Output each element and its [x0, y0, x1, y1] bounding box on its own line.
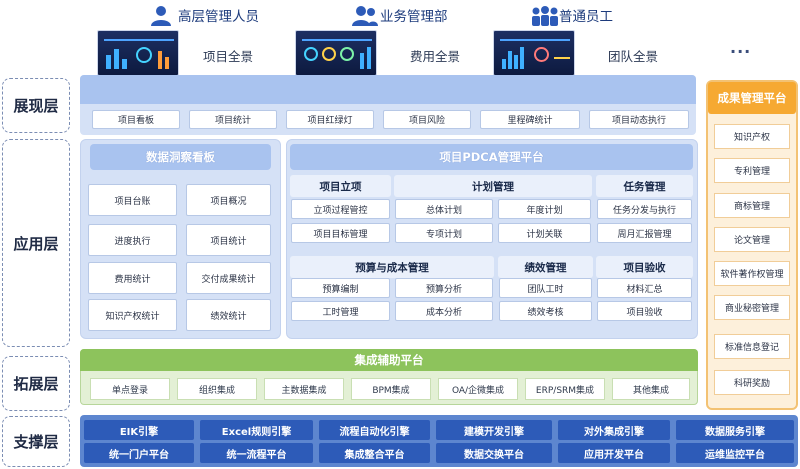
- results-item[interactable]: 论文管理: [714, 227, 790, 252]
- persona-row: [80, 75, 696, 104]
- results-item[interactable]: 科研奖励: [714, 370, 790, 395]
- initiation-item[interactable]: 项目目标管理: [291, 223, 390, 243]
- layer-label-support: 支撑层: [2, 416, 70, 467]
- planning-item[interactable]: 计划关联: [498, 223, 591, 243]
- presentation-item[interactable]: 里程碑统计: [480, 110, 580, 129]
- presentation-item[interactable]: 项目红绿灯: [286, 110, 374, 129]
- tasks-item[interactable]: 周月汇报管理: [597, 223, 692, 243]
- support-engine[interactable]: Excel规则引擎: [200, 420, 313, 440]
- dashboard-thumbnail-expense[interactable]: [295, 30, 377, 76]
- results-title: 成果管理平台: [708, 82, 796, 114]
- support-engine[interactable]: 对外集成引擎: [558, 420, 670, 440]
- integration-item[interactable]: BPM集成: [351, 378, 431, 400]
- support-platform[interactable]: 数据交换平台: [436, 443, 552, 463]
- results-item[interactable]: 标准信息登记: [714, 334, 790, 359]
- results-item[interactable]: 商业秘密管理: [714, 295, 790, 320]
- budget-item[interactable]: 预算分析: [395, 278, 493, 298]
- view-label-team: 团队全景: [608, 49, 659, 64]
- initiation-title: 项目立项: [290, 175, 391, 197]
- support-engine[interactable]: 数据服务引擎: [676, 420, 794, 440]
- integration-item[interactable]: 其他集成: [612, 378, 690, 400]
- insight-item[interactable]: 项目台账: [88, 184, 177, 216]
- layer-label-application: 应用层: [2, 139, 70, 347]
- group-icon: [352, 5, 378, 26]
- persona-staff: 普通员工: [531, 0, 613, 29]
- acceptance-title: 项目验收: [596, 256, 693, 278]
- planning-title: 计划管理: [394, 175, 592, 197]
- performance-item[interactable]: 团队工时: [499, 278, 592, 298]
- insight-item[interactable]: 知识产权统计: [88, 299, 177, 331]
- support-engine[interactable]: EIK引擎: [84, 420, 194, 440]
- persona-label: 普通员工: [559, 8, 613, 25]
- budget-item[interactable]: 工时管理: [291, 301, 390, 321]
- team-icon: [531, 5, 558, 26]
- budget-item[interactable]: 预算编制: [291, 278, 390, 298]
- insight-item[interactable]: 绩效统计: [186, 299, 271, 331]
- acceptance-item[interactable]: 材料汇总: [597, 278, 692, 298]
- planning-item[interactable]: 年度计划: [498, 199, 591, 219]
- layer-label-extension: 拓展层: [2, 356, 70, 411]
- insight-item[interactable]: 进度执行: [88, 224, 177, 256]
- view-label-project: 项目全景: [203, 49, 254, 64]
- initiation-item[interactable]: 立项过程管控: [291, 199, 390, 219]
- persona-label: 业务管理部: [380, 8, 448, 25]
- support-platform[interactable]: 集成整合平台: [319, 443, 430, 463]
- insight-item[interactable]: 项目概况: [186, 184, 271, 216]
- integration-item[interactable]: 单点登录: [90, 378, 170, 400]
- support-engine[interactable]: 流程自动化引擎: [319, 420, 430, 440]
- budget-title: 预算与成本管理: [290, 256, 494, 278]
- integration-item[interactable]: ERP/SRM集成: [525, 378, 605, 400]
- persona-business-dept: 业务管理部: [352, 0, 448, 29]
- layer-label-presentation: 展现层: [2, 78, 70, 133]
- presentation-item[interactable]: 项目统计: [189, 110, 277, 129]
- tasks-item[interactable]: 任务分发与执行: [597, 199, 692, 219]
- budget-item[interactable]: 成本分析: [395, 301, 493, 321]
- integration-item[interactable]: 组织集成: [177, 378, 257, 400]
- results-item[interactable]: 软件著作权管理: [714, 261, 790, 286]
- persona-executive: 高层管理人员: [150, 0, 259, 29]
- support-platform[interactable]: 统一流程平台: [200, 443, 313, 463]
- pdca-title: 项目PDCA管理平台: [290, 144, 693, 170]
- integration-item[interactable]: OA/企微集成: [438, 378, 518, 400]
- persona-label: 高层管理人员: [178, 8, 259, 25]
- tasks-title: 任务管理: [596, 175, 693, 197]
- dashboard-thumbnail-project[interactable]: [97, 30, 179, 76]
- insight-board-title: 数据洞察看板: [90, 144, 271, 170]
- presentation-item[interactable]: 项目动态执行: [589, 110, 689, 129]
- presentation-item[interactable]: 项目看板: [92, 110, 180, 129]
- person-icon: [150, 5, 171, 26]
- results-item[interactable]: 专利管理: [714, 158, 790, 183]
- more-views-ellipsis: ···: [730, 42, 752, 61]
- insight-item[interactable]: 交付成果统计: [186, 262, 271, 294]
- support-platform[interactable]: 应用开发平台: [558, 443, 670, 463]
- integration-item[interactable]: 主数据集成: [264, 378, 344, 400]
- presentation-item[interactable]: 项目风险: [383, 110, 471, 129]
- support-platform[interactable]: 运维监控平台: [676, 443, 794, 463]
- insight-item[interactable]: 费用统计: [88, 262, 177, 294]
- acceptance-item[interactable]: 项目验收: [597, 301, 692, 321]
- view-label-expense: 费用全景: [410, 49, 461, 64]
- performance-item[interactable]: 绩效考核: [499, 301, 592, 321]
- performance-title: 绩效管理: [498, 256, 593, 278]
- support-platform[interactable]: 统一门户平台: [84, 443, 194, 463]
- results-item[interactable]: 知识产权: [714, 124, 790, 149]
- planning-item[interactable]: 专项计划: [395, 223, 493, 243]
- planning-item[interactable]: 总体计划: [395, 199, 493, 219]
- support-engine[interactable]: 建模开发引擎: [436, 420, 552, 440]
- insight-item[interactable]: 项目统计: [186, 224, 271, 256]
- integration-title: 集成辅助平台: [80, 349, 698, 371]
- dashboard-thumbnail-team[interactable]: [493, 30, 575, 76]
- results-item[interactable]: 商标管理: [714, 193, 790, 218]
